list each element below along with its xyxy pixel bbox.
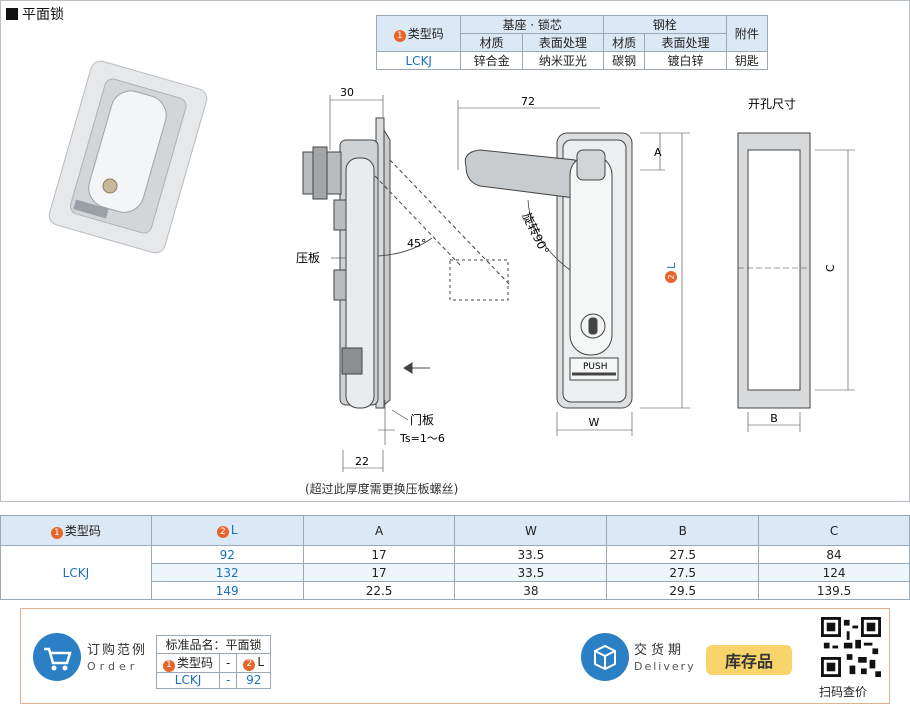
badge-1-icon: 1: [393, 30, 406, 43]
table-row: LCKJ 92 17 33.5 27.5 84: [0, 545, 910, 600]
dim-l-group: 2 L: [665, 262, 678, 283]
cutout-size-label: 开孔尺寸: [748, 97, 796, 111]
dim-a-label: A: [654, 146, 662, 159]
table-cell: 124: [758, 563, 910, 582]
table-cell: 33.5: [454, 545, 608, 564]
order-title: 订购范例 Order: [87, 643, 148, 673]
dim-w-label: W: [589, 416, 600, 429]
pressure-plate-label: 压板: [296, 251, 320, 265]
title-square-icon: [6, 8, 18, 20]
order-dash: -: [219, 671, 238, 689]
badge-2-icon: 2: [216, 526, 229, 539]
spec-cell: 镀白锌: [644, 51, 727, 70]
badge-1-icon: 1: [163, 659, 175, 672]
angle-45-label: 45°: [407, 237, 427, 250]
spec-surface-header: 表面处理: [644, 33, 727, 52]
table-cell: 139.5: [758, 581, 910, 600]
spec-code-cell: LCKJ: [375, 51, 462, 70]
spec-accessory-header: 附件: [725, 15, 769, 52]
thickness-note: (超过此厚度需更换压板螺丝): [305, 482, 459, 496]
dim-c-label: C: [824, 264, 837, 272]
spec-cell: 钥匙: [725, 51, 769, 70]
table-cell: 29.5: [606, 581, 760, 600]
cutout-view: [737, 132, 855, 432]
dim-b-label: B: [770, 412, 778, 425]
qr-label: 扫码查价: [819, 685, 868, 699]
rotate-90-label: 旋转90°: [519, 210, 552, 257]
table-cell: 33.5: [454, 563, 608, 582]
page-title: 平面锁: [6, 4, 64, 24]
table-row: 149 22.5 38 29.5 139.5: [1, 581, 910, 600]
dim-header-b: B: [606, 515, 760, 546]
delivery-title: 交货期 Delivery: [634, 643, 696, 673]
qr-code-icon[interactable]: [821, 617, 881, 677]
order-l-value: 92: [236, 671, 272, 689]
table-cell: 17: [302, 545, 456, 564]
ts-label: Ts=1～6: [399, 432, 445, 445]
badge-2-icon: 2: [243, 658, 256, 671]
dim-30-label: 30: [340, 86, 354, 99]
table-cell: 92: [150, 545, 304, 564]
dim-header-w: W: [454, 515, 608, 546]
side-view: [302, 95, 511, 472]
door-plate-label: 门板: [410, 412, 434, 427]
table-cell: 132: [150, 563, 304, 582]
stock-badge: 库存品: [706, 645, 792, 675]
dim-header-a: A: [302, 515, 456, 546]
dim-code-cell: LCKJ: [0, 545, 152, 600]
table-cell: 17: [302, 563, 456, 582]
delivery-box-icon: [581, 633, 629, 681]
order-code: LCKJ: [155, 671, 221, 689]
cart-icon: [33, 633, 81, 681]
dim-l-label: L: [665, 262, 678, 269]
product-photo: [48, 60, 208, 254]
table-cell: 27.5: [606, 563, 760, 582]
spec-surface-header: 表面处理: [521, 33, 604, 52]
table-cell: 22.5: [302, 581, 456, 600]
table-cell: 84: [758, 545, 910, 564]
dim-header-c: C: [758, 515, 910, 546]
technical-drawing: 30 45° 压板 门板 Ts=1～6 22 72 旋转90° PUSH W A…: [48, 60, 855, 472]
table-cell: 38: [454, 581, 608, 600]
push-label: PUSH: [583, 362, 608, 372]
table-cell: 27.5: [606, 545, 760, 564]
order-dash: -: [219, 653, 238, 673]
spec-material-header: 材质: [602, 33, 646, 52]
spec-material-header: 材质: [460, 33, 523, 52]
front-view: [457, 100, 690, 436]
badge-1-icon: 1: [50, 527, 63, 540]
dim-22-label: 22: [355, 455, 369, 468]
spec-cell: 锌合金: [460, 51, 523, 70]
table-cell: 149: [150, 581, 304, 600]
order-std-name: 标准品名：平面锁: [155, 635, 272, 654]
spec-cell: 碳钢: [602, 51, 646, 70]
dim-72-label: 72: [521, 95, 535, 108]
badge-2-icon: 2: [667, 274, 676, 279]
